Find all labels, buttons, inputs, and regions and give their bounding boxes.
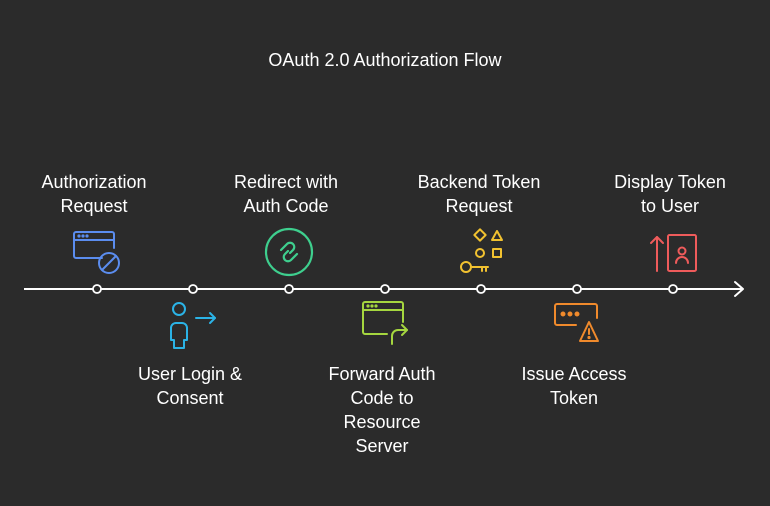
key-shapes-icon [460,228,503,273]
redirect-link-icon [264,227,314,277]
step-label-line: Backend Token [417,172,541,192]
step-label-line: Forward Auth [328,364,436,384]
step-label-issue-access-token: Issue Access Token [494,362,654,410]
step-label-line: Display Token [614,172,726,192]
timeline-marker [668,284,678,294]
password-warning-icon [554,303,599,342]
step-label-line: to User [640,196,700,216]
timeline-marker [284,284,294,294]
timeline-marker [476,284,486,294]
step-label-user-login-consent: User Login & Consent [110,362,270,410]
diagram-title: OAuth 2.0 Authorization Flow [268,50,502,70]
step-label-line: Server [355,436,409,456]
step-label-line: Authorization [41,172,147,192]
step-label-authorization-request: Authorization Request [14,170,174,218]
step-label-forward-auth-code: Forward Auth Code to Resource Server [302,362,462,458]
timeline-marker [572,284,582,294]
step-label-line: Redirect with [233,172,339,192]
step-label-line: Request [445,196,513,216]
browser-blocked-icon [73,231,120,274]
step-label-redirect-with-auth-code: Redirect with Auth Code [206,170,366,218]
timeline-marker [380,284,390,294]
step-label-line: Issue Access [521,364,627,384]
timeline-marker [188,284,198,294]
step-label-line: Auth Code [243,196,329,216]
step-label-line: Code to [350,388,414,408]
step-label-line: Request [60,196,128,216]
timeline-marker [92,284,102,294]
step-label-line: Resource [343,412,421,432]
step-label-line: Consent [156,388,224,408]
step-label-display-token-to-user: Display Token to User [590,170,750,218]
timeline-arrowhead [734,281,744,297]
step-label-line: User Login & [137,364,243,384]
step-label-line: Token [549,388,599,408]
user-arrow-icon [170,302,216,349]
browser-forward-icon [362,301,408,345]
upload-profile-icon [650,234,697,272]
step-label-backend-token-request: Backend Token Request [399,170,559,218]
